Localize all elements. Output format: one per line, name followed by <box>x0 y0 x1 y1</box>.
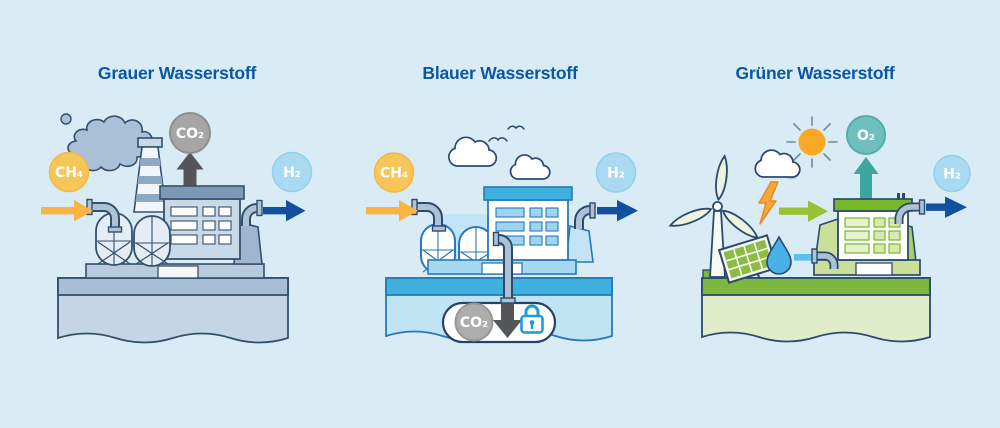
co2-storage-capsule: CO₂ <box>441 301 557 344</box>
solar-panel-icon <box>717 234 779 284</box>
panel-green-title: Grüner Wasserstoff <box>735 63 894 83</box>
stored-co2-badge <box>454 302 494 342</box>
methane-in-arrow <box>41 200 93 222</box>
lightning-bolt-icon <box>758 181 779 225</box>
hydrogen-outlet-pipe <box>894 199 926 224</box>
lock-icon <box>520 304 544 334</box>
outlet-pipe <box>574 202 596 229</box>
methane-label: CH₄ <box>380 166 408 182</box>
co2-label: CO₂ <box>176 126 204 142</box>
methane-badge: CH₄ <box>373 152 415 193</box>
stored-co2-label: CO₂ <box>460 315 488 331</box>
factory-windows <box>170 206 232 245</box>
sun-icon <box>786 116 838 168</box>
co2-up-arrow <box>176 152 204 197</box>
methane-badge: CH₄ <box>48 151 90 193</box>
co2-injection-pipe <box>492 231 516 304</box>
electrolyzer-windows <box>844 217 901 254</box>
hydrogen-label: H₂ <box>943 167 961 183</box>
co2-badge: CO₂ <box>169 112 211 154</box>
hydrogen-badge: H₂ <box>271 151 313 193</box>
factory-platform <box>85 263 265 279</box>
methane-label: CH₄ <box>55 165 83 181</box>
water-inlet-pipe <box>811 248 839 269</box>
oxygen-badge: O₂ <box>846 115 886 155</box>
methane-in-arrow <box>366 200 418 222</box>
cloud-icon <box>754 149 801 180</box>
factory-building <box>159 185 263 265</box>
electrolyzer-building <box>813 193 921 276</box>
inlet-pipe <box>411 198 447 232</box>
ground <box>701 277 931 343</box>
storage-tanks-icon <box>95 212 171 267</box>
hydrogen-label: H₂ <box>283 165 301 181</box>
hydrogen-label: H₂ <box>607 166 625 182</box>
wind-turbine-icon <box>667 154 762 279</box>
oxygen-label: O₂ <box>857 128 875 144</box>
hydrogen-badge: H₂ <box>595 152 637 193</box>
cloud-icon <box>509 154 551 180</box>
cloud-icon <box>448 136 498 167</box>
birds-icon <box>488 125 525 142</box>
ground <box>57 277 289 344</box>
co2-down-arrow <box>493 303 522 338</box>
hydrogen-out-arrow <box>926 196 967 218</box>
hydrogen-out-arrow <box>263 200 306 222</box>
panel-grey-hydrogen: Grauer Wasserstoff <box>41 63 313 344</box>
oxygen-up-arrow <box>853 157 879 201</box>
panel-blue-hydrogen: Blauer Wasserstoff CO₂ <box>366 63 638 344</box>
panel-grey-title: Grauer Wasserstoff <box>98 63 257 83</box>
hydrogen-out-arrow <box>597 200 638 222</box>
outlet-pipe <box>241 199 263 226</box>
inlet-pipe <box>86 198 123 233</box>
electricity-arrow <box>779 200 828 222</box>
panel-blue-title: Blauer Wasserstoff <box>422 63 578 83</box>
panel-green-hydrogen: Grüner Wasserstoff <box>667 63 971 343</box>
hydrogen-badge: H₂ <box>933 154 971 193</box>
water-droplet-icon <box>766 235 792 275</box>
smoke-plume-icon <box>60 113 154 172</box>
